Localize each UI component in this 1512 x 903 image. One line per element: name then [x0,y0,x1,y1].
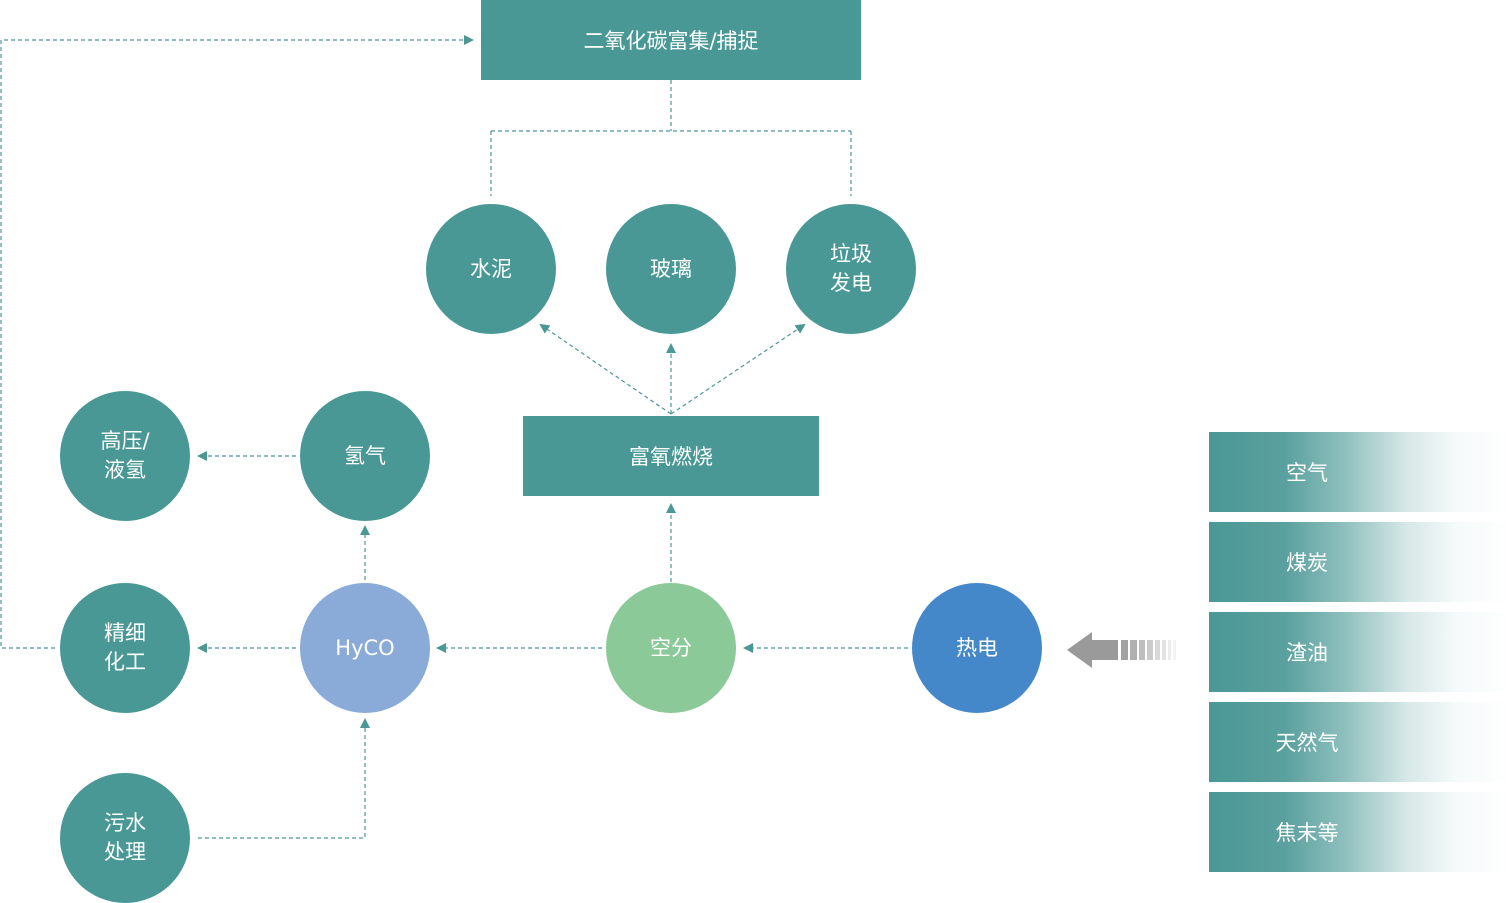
source-residual-oil: 渣油 [1209,612,1512,692]
source-natural-gas: 天然气 [1209,702,1512,782]
air-separation-label: 空分 [650,635,692,660]
fine-chemicals-label-2: 化工 [104,650,146,674]
source-coal: 煤炭 [1209,522,1512,602]
connector-oxy-to-cement [539,323,672,415]
wastewater-label-1: 污水 [104,811,146,835]
source-coke-powder: 焦末等 [1209,792,1512,872]
cement-label: 水泥 [470,256,512,281]
high-pressure-h2-label-1: 高压/ [100,429,150,453]
waste-power-node: 垃圾 发电 [786,204,916,334]
connector-fine-chem-to-co2 [0,35,474,649]
high-pressure-h2-node: 高压/ 液氢 [60,391,190,521]
source-label: 空气 [1286,461,1328,485]
cement-node: 水泥 [426,204,556,334]
fine-chemicals-label-1: 精细 [104,621,146,645]
oxy-combustion-label: 富氧燃烧 [629,445,713,469]
thermal-power-label: 热电 [956,635,998,660]
source-label: 焦末等 [1275,821,1339,845]
hyco-label: HyCO [335,635,395,660]
hyco-node: HyCO [300,583,430,713]
connector-co2-bracket [490,80,852,196]
wastewater-label-2: 处理 [104,840,146,864]
source-air: 空气 [1209,432,1512,512]
co2-capture-box: 二氧化碳富集/捕捉 [481,0,861,80]
source-label: 煤炭 [1286,551,1328,575]
hydrogen-node: 氢气 [300,391,430,521]
glass-node: 玻璃 [606,204,736,334]
high-pressure-h2-label-2: 液氢 [104,458,146,482]
waste-power-label-2: 发电 [830,271,872,295]
wastewater-node: 污水 处理 [60,773,190,903]
hydrogen-label: 氢气 [344,443,386,468]
left-arrow-icon [1067,632,1176,668]
co2-capture-label: 二氧化碳富集/捕捉 [583,29,759,53]
air-separation-node: 空分 [606,583,736,713]
connector-oxy-to-waste-power [670,323,806,415]
source-label: 渣油 [1286,641,1328,665]
glass-label: 玻璃 [650,256,692,281]
fine-chemicals-node: 精细 化工 [60,583,190,713]
source-label: 天然气 [1275,731,1339,755]
thermal-power-node: 热电 [912,583,1042,713]
connector-wastewater-to-hyco [198,718,370,839]
waste-power-label-1: 垃圾 [830,242,872,266]
oxy-combustion-box: 富氧燃烧 [523,416,819,496]
